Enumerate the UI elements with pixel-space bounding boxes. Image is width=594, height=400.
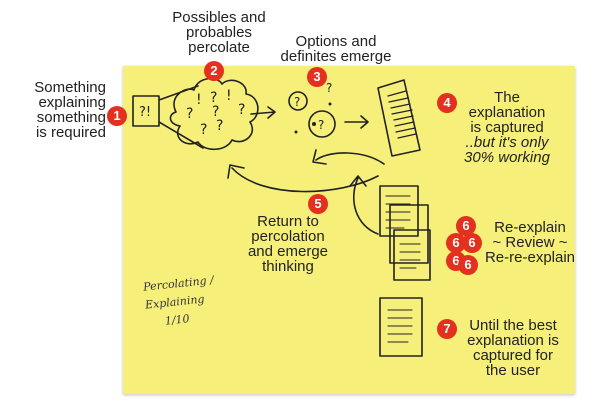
funnel-bottom-line xyxy=(158,121,204,149)
question-box-text: ?! xyxy=(139,105,151,120)
review-document xyxy=(393,229,431,281)
document-lines xyxy=(387,90,417,139)
option-mark: ? xyxy=(294,95,300,109)
main-document xyxy=(377,79,421,157)
label-line: thinking xyxy=(262,258,314,275)
final-document xyxy=(379,297,423,357)
label-line: is required xyxy=(35,124,106,141)
label-step-6: Re-explain ~ Review ~ Re-re-explain xyxy=(476,220,584,265)
step-badge-1: 1 xyxy=(107,106,127,126)
label-line: explanation is xyxy=(467,332,559,349)
document-lines xyxy=(399,243,421,269)
document-lines xyxy=(387,309,413,343)
cloud-mark: ? xyxy=(200,122,207,138)
label-line: is captured xyxy=(470,119,544,136)
option-mark: ? xyxy=(326,81,332,95)
step-badge-3: 3 xyxy=(307,67,327,87)
cloud-mark: ? xyxy=(238,102,245,118)
label-line: Re-explain xyxy=(494,219,566,236)
label-step-2: Possibles and probables percolate xyxy=(164,10,274,55)
label-step-3: Options and definites emerge xyxy=(278,34,394,64)
label-line: captured for xyxy=(472,347,554,364)
label-line: explanation xyxy=(468,104,546,121)
step-badge-6: 6 xyxy=(462,233,482,253)
label-line: Something xyxy=(34,79,106,96)
review-document xyxy=(379,185,419,237)
cloud-mark: ? xyxy=(186,106,193,122)
label-line: ..but it's only xyxy=(465,134,549,151)
label-step-4: The explanation is captured ..but it's o… xyxy=(452,90,562,165)
label-line: The xyxy=(494,89,520,106)
label-line: 30% working xyxy=(464,149,550,166)
cloud-mark: ! xyxy=(196,92,202,108)
option-circle xyxy=(308,110,336,138)
review-document xyxy=(389,204,429,264)
step-badge-6: 6 xyxy=(458,255,478,275)
arrow-to-document xyxy=(344,115,369,129)
label-line: the user xyxy=(485,362,541,379)
sticky-note xyxy=(123,66,575,394)
label-line: and emerge xyxy=(247,243,329,260)
cloud-mark: ! xyxy=(226,88,232,104)
option-dot xyxy=(294,130,298,134)
label-line: Until the best xyxy=(469,317,557,334)
cloud-mark: ? xyxy=(212,104,219,120)
label-step-7: Until the best explanation is captured f… xyxy=(454,318,572,378)
label-line: Options and xyxy=(295,33,377,50)
step-badge-7: 7 xyxy=(437,319,457,339)
label-line: percolate xyxy=(188,39,250,56)
cloud-mark: ? xyxy=(210,90,217,106)
option-dot xyxy=(328,102,332,106)
step-badge-4: 4 xyxy=(437,93,457,113)
return-arrow-small xyxy=(312,149,385,165)
label-line: explaining xyxy=(38,94,106,111)
question-box xyxy=(132,95,160,127)
label-step-1: Something explaining something is requir… xyxy=(34,80,106,140)
label-line: Possibles and xyxy=(172,9,266,26)
label-line: ~ Review ~ xyxy=(492,234,568,251)
step-badge-6: 6 xyxy=(456,216,476,236)
document-lines xyxy=(385,195,411,229)
label-line: Return to xyxy=(257,213,319,230)
label-step-5: Return to percolation and emerge thinkin… xyxy=(238,214,338,274)
arrow-to-options xyxy=(250,106,276,119)
handwritten-note: Percolating / Explaining 1/10 xyxy=(142,271,218,332)
option-circle xyxy=(288,91,308,111)
label-line: percolation xyxy=(251,228,325,245)
option-mark: ? xyxy=(318,118,324,132)
label-line: probables xyxy=(186,24,252,41)
step-badge-2: 2 xyxy=(204,61,224,81)
option-dot xyxy=(312,122,316,126)
return-arrow-curl xyxy=(349,175,379,235)
label-line: something xyxy=(36,109,106,126)
cloud-shape xyxy=(169,77,259,151)
step-badge-5: 5 xyxy=(308,194,328,214)
label-line: Re-re-explain xyxy=(484,249,576,266)
step-badge-6: 6 xyxy=(446,233,466,253)
cloud-mark: ? xyxy=(216,118,223,134)
label-line: definites emerge xyxy=(280,48,392,65)
